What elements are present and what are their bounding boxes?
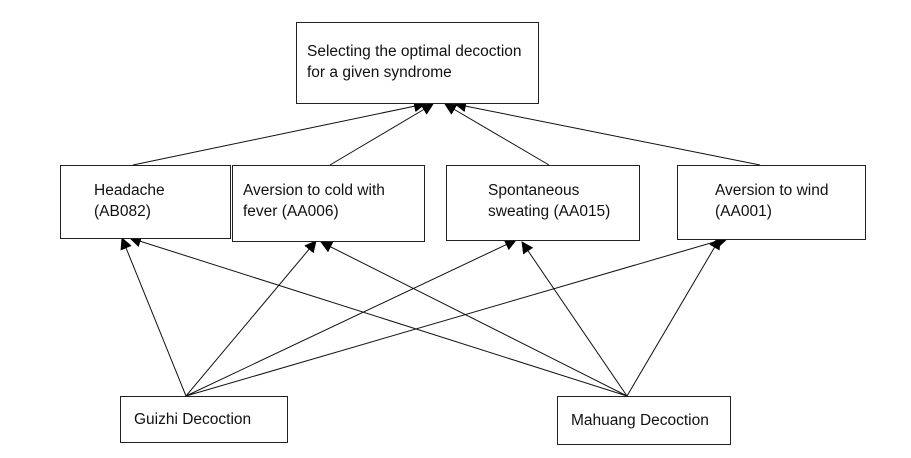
goal-label: Selecting the optimal decoction for a gi… — [307, 43, 522, 81]
criterion-node-headache: Headache (AB082) — [60, 165, 231, 239]
criterion-label: Spontaneous sweating (AA015) — [488, 182, 611, 220]
criterion-node-aversion-to-cold: Aversion to cold with fever (AA006) — [232, 165, 425, 242]
edge-alt2-to-c4 — [626, 237, 721, 397]
criterion-node-aversion-to-wind: Aversion to wind (AA001) — [677, 165, 866, 240]
edge-c2-to-goal — [329, 103, 434, 166]
alternative-node-guizhi: Guizhi Decoction — [120, 396, 288, 443]
criterion-node-spontaneous-sweating: Spontaneous sweating (AA015) — [446, 165, 640, 241]
edge-alt1-to-c4 — [185, 235, 729, 397]
edge-alt2-to-c1 — [129, 235, 628, 397]
criterion-label: Aversion to wind (AA001) — [715, 182, 829, 220]
alternative-label: Guizhi Decoction — [134, 411, 252, 428]
edge-alt2-to-c3 — [521, 241, 628, 397]
edge-alt1-to-c1 — [120, 237, 187, 397]
edge-alt2-to-c2 — [320, 241, 628, 397]
alternative-label: Mahuang Decoction — [571, 412, 709, 429]
goal-node: Selecting the optimal decoction for a gi… — [296, 22, 539, 104]
edge-alt1-to-c2 — [185, 240, 317, 397]
alternative-node-mahuang: Mahuang Decoction — [557, 396, 731, 445]
criterion-label: Aversion to cold with fever (AA006) — [243, 182, 385, 220]
edge-c3-to-goal — [444, 103, 550, 166]
edge-c1-to-goal — [132, 100, 426, 166]
criterion-label: Headache (AB082) — [94, 182, 165, 220]
edge-alt1-to-c3 — [185, 239, 517, 397]
edge-c4-to-goal — [454, 100, 761, 166]
